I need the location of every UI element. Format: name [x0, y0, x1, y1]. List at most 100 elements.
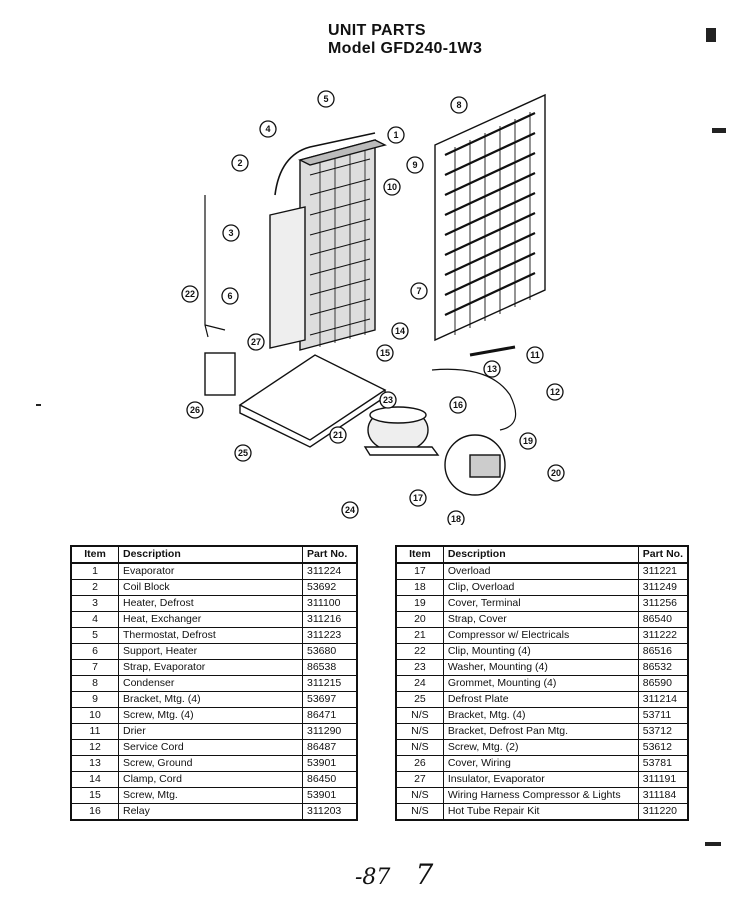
drier-drawing [469, 345, 516, 357]
description-cell: Coil Block [118, 579, 303, 596]
item-cell: 18 [395, 579, 444, 596]
item-cell: 26 [395, 755, 444, 772]
part-number-cell: 311223 [302, 627, 358, 644]
item-cell: 4 [70, 611, 119, 628]
callout-18: 18 [451, 514, 461, 524]
description-cell: Compressor w/ Electricals [442, 627, 639, 644]
callout-27: 27 [251, 337, 261, 347]
title-line-1: UNIT PARTS [328, 22, 426, 39]
part-number-cell: 53711 [637, 707, 689, 724]
handwritten-mark: 7 [415, 858, 434, 891]
part-number-cell: 311203 [302, 803, 358, 821]
part-number-cell: 311290 [302, 723, 358, 740]
description-cell: Cover, Terminal [442, 595, 639, 612]
part-number-cell: 311214 [637, 691, 689, 708]
header-item: Item [70, 545, 119, 564]
description-cell: Screw, Mtg. [118, 787, 303, 804]
description-cell: Evaporator [118, 562, 303, 580]
part-number-cell: 311256 [637, 595, 689, 612]
description-cell: Wiring Harness Compressor & Lights [442, 787, 639, 804]
defrost-plate-drawing [238, 354, 387, 441]
part-number-cell: 53697 [302, 691, 358, 708]
part-number-cell: 86538 [302, 659, 358, 676]
header-item: Item [395, 545, 444, 564]
item-cell: 16 [70, 803, 119, 821]
item-cell: 6 [70, 643, 119, 660]
page-footer: -87 7 [355, 858, 433, 891]
item-cell: 17 [395, 562, 444, 580]
description-cell: Clip, Overload [442, 579, 639, 596]
part-number-cell: 53901 [302, 755, 358, 772]
page-title: UNIT PARTS Model GFD240-1W3 [328, 22, 482, 58]
callout-8: 8 [456, 100, 461, 110]
part-number-cell: 311100 [302, 595, 358, 612]
item-cell: N/S [395, 739, 444, 756]
part-number-cell: 86532 [637, 659, 689, 676]
callout-15: 15 [380, 348, 390, 358]
wiring-cover-drawing [204, 352, 236, 396]
callout-13: 13 [487, 364, 497, 374]
description-cell: Insulator, Evaporator [442, 771, 639, 788]
scan-speck [706, 28, 716, 42]
description-cell: Heater, Defrost [118, 595, 303, 612]
item-cell: 5 [70, 627, 119, 644]
evaporator-drawing [298, 139, 387, 351]
insulator-drawing [269, 206, 306, 349]
callout-10: 10 [387, 182, 397, 192]
item-cell: 22 [395, 643, 444, 660]
item-cell: 24 [395, 675, 444, 692]
title-line-2: Model GFD240-1W3 [328, 40, 483, 57]
callout-21: 21 [333, 430, 343, 440]
part-number-cell: 311215 [302, 675, 358, 692]
description-cell: Drier [118, 723, 303, 740]
header-part-no: Part No. [637, 545, 689, 564]
description-cell: Hot Tube Repair Kit [442, 803, 639, 821]
header-description: Description [118, 545, 303, 564]
description-cell: Screw, Mtg. (2) [442, 739, 639, 756]
description-cell: Washer, Mounting (4) [442, 659, 639, 676]
description-cell: Strap, Evaporator [118, 659, 303, 676]
description-cell: Clamp, Cord [118, 771, 303, 788]
scan-speck [712, 128, 726, 133]
part-number-cell: 53901 [302, 787, 358, 804]
item-cell: 15 [70, 787, 119, 804]
description-cell: Overload [442, 562, 639, 580]
item-cell: N/S [395, 803, 444, 821]
item-cell: 8 [70, 675, 119, 692]
item-cell: N/S [395, 723, 444, 740]
description-cell: Bracket, Mtg. (4) [118, 691, 303, 708]
part-number-cell: 311216 [302, 611, 358, 628]
callout-19: 19 [523, 436, 533, 446]
description-cell: Service Cord [118, 739, 303, 756]
description-cell: Relay [118, 803, 303, 821]
callout-14: 14 [395, 326, 405, 336]
part-number-cell: 86590 [637, 675, 689, 692]
item-cell: 19 [395, 595, 444, 612]
callout-7: 7 [416, 286, 421, 296]
item-cell: 14 [70, 771, 119, 788]
part-number-cell: 311222 [637, 627, 689, 644]
description-cell: Condenser [118, 675, 303, 692]
description-cell: Screw, Ground [118, 755, 303, 772]
